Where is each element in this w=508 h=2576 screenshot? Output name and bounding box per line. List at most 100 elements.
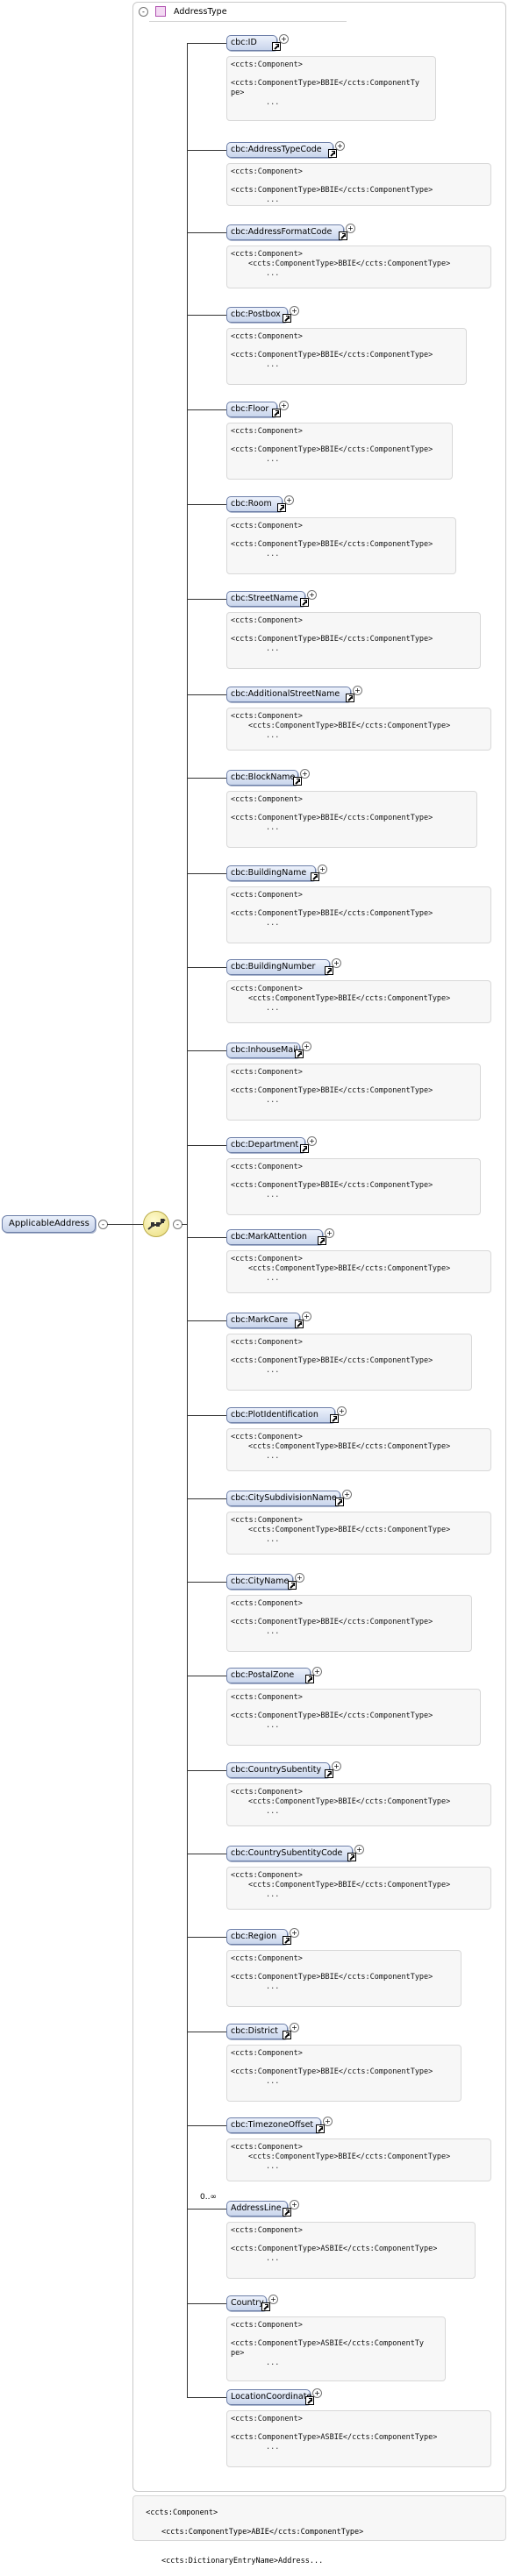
expand-button[interactable]: + [312, 1667, 322, 1676]
element-label: cbc:CityName [231, 1576, 290, 1586]
element-node[interactable]: LocationCoordinate [226, 2389, 311, 2405]
expand-button[interactable]: + [290, 2023, 299, 2032]
element-node[interactable]: cbc:Department [226, 1137, 305, 1153]
child-connector [187, 315, 226, 316]
reference-arrow-icon [293, 777, 302, 786]
reference-arrow-icon [325, 966, 333, 975]
element-node[interactable]: cbc:PlotIdentification [226, 1407, 335, 1423]
annotation-spacer [231, 531, 452, 540]
annotation-line: <ccts:ComponentType>ASBIE</ccts:Componen… [231, 2433, 438, 2442]
expand-button[interactable]: + [346, 224, 355, 233]
element-label: cbc:BlockName [231, 772, 296, 782]
element-label: cbc:CitySubdivisionName [231, 1493, 337, 1503]
annotation-line: <ccts:Component> [231, 1788, 303, 1797]
reference-arrow-icon [277, 503, 286, 512]
reference-arrow-icon [325, 1769, 333, 1778]
element-node[interactable]: cbc:BuildingName [226, 865, 316, 881]
expand-button[interactable]: + [325, 1228, 334, 1238]
expand-button[interactable]: + [335, 141, 345, 151]
reference-arrow-icon [295, 1320, 304, 1328]
expand-button[interactable]: + [268, 2295, 278, 2304]
element-annotation: <ccts:Component><ccts:ComponentType>BBIE… [226, 1064, 481, 1121]
expand-button[interactable]: + [279, 34, 289, 44]
expand-button[interactable]: + [302, 1312, 311, 1321]
annotation-line: <ccts:ComponentType>BBIE</ccts:Component… [231, 909, 433, 918]
annotation-line: <ccts:Component> [231, 2049, 303, 2058]
element-label: AddressLine [231, 2203, 282, 2213]
element-node[interactable]: cbc:Room [226, 496, 283, 512]
annotation-line: <ccts:Component> [231, 1338, 303, 1347]
reference-arrow-icon [316, 2124, 325, 2133]
element-node[interactable]: cbc:MarkCare [226, 1313, 300, 1328]
expand-button[interactable]: + [279, 401, 289, 410]
element-node[interactable]: cbc:MarkAttention [226, 1229, 323, 1245]
expand-button[interactable]: + [332, 958, 341, 968]
expand-button[interactable]: + [307, 1136, 317, 1146]
reference-arrow-icon [335, 1498, 344, 1506]
element-node[interactable]: cbc:Postbox [226, 307, 288, 323]
element-label: cbc:MarkAttention [231, 1232, 307, 1242]
element-node[interactable]: cbc:CountrySubentity [226, 1762, 330, 1778]
child-connector [187, 232, 226, 233]
sequence-compositor[interactable] [143, 1211, 169, 1237]
element-node[interactable]: cbc:BlockName [226, 770, 298, 786]
element-node[interactable]: cbc:AddressFormatCode [226, 224, 344, 240]
annotation-line: <ccts:ComponentType>BBIE</ccts:Component… [248, 1442, 451, 1451]
element-annotation: <ccts:Component><ccts:ComponentType>BBIE… [226, 1428, 491, 1471]
expand-button[interactable]: + [307, 590, 317, 600]
annotation-spacer [231, 1172, 476, 1181]
element-node[interactable]: cbc:CitySubdivisionName [226, 1491, 340, 1506]
element-node[interactable]: cbc:CountrySubentityCode [226, 1846, 353, 1861]
element-node[interactable]: cbc:Region [226, 1929, 288, 1945]
reference-arrow-icon [283, 2208, 291, 2217]
element-node[interactable]: cbc:AddressTypeCode [226, 142, 333, 158]
expand-button[interactable]: + [295, 1573, 304, 1583]
type-header-divider [149, 21, 347, 22]
element-node[interactable]: cbc:TimezoneOffset [226, 2117, 321, 2133]
reference-arrow-icon [318, 1236, 326, 1245]
root-element[interactable]: ApplicableAddress [2, 1215, 96, 1233]
expand-button[interactable]: + [284, 495, 294, 505]
root-element-label: ApplicableAddress [9, 1219, 89, 1228]
annotation-line: ... [266, 823, 280, 832]
annotation-spacer [231, 2059, 457, 2067]
child-connector [187, 1498, 226, 1499]
element-node[interactable]: cbc:CityName [226, 1574, 293, 1590]
element-node[interactable]: cbc:InhouseMail [226, 1042, 300, 1058]
annotation-line: ... [266, 550, 280, 559]
annotation-spacer [231, 900, 487, 909]
element-node[interactable]: cbc:ID [226, 35, 277, 51]
annotation-line: ... [266, 644, 280, 653]
element-node[interactable]: AddressLine [226, 2201, 288, 2217]
root-connector [107, 1224, 143, 1225]
expand-button[interactable]: + [302, 1042, 311, 1051]
expand-button[interactable]: + [318, 865, 327, 874]
element-node[interactable]: cbc:StreetName [226, 591, 305, 607]
expand-button[interactable]: + [290, 1928, 299, 1938]
element-annotation: <ccts:Component><ccts:ComponentType>BBIE… [226, 886, 491, 943]
annotation-spacer [231, 626, 476, 635]
element-node[interactable]: cbc:Floor [226, 402, 277, 417]
element-node[interactable]: cbc:AdditionalStreetName [226, 687, 351, 702]
annotation-line: <ccts:Component> [231, 712, 303, 721]
annotation-line: <ccts:ComponentType>BBIE</ccts:Component… [231, 814, 433, 822]
type-collapse-button[interactable]: - [139, 6, 148, 17]
expand-button[interactable]: + [323, 2117, 333, 2126]
expand-button[interactable]: + [353, 686, 362, 695]
element-node[interactable]: cbc:BuildingNumber [226, 959, 330, 975]
expand-button[interactable]: + [300, 769, 310, 779]
expand-button[interactable]: + [312, 2388, 322, 2398]
expand-button[interactable]: + [290, 2200, 299, 2210]
element-label: cbc:TimezoneOffset [231, 2120, 314, 2130]
element-node[interactable]: cbc:PostalZone [226, 1668, 311, 1683]
expand-button[interactable]: + [354, 1845, 364, 1854]
child-connector [187, 967, 226, 968]
expand-button[interactable]: + [332, 1761, 341, 1771]
annotation-line: <ccts:Component> [231, 1068, 303, 1077]
annotation-line: ... [266, 1452, 280, 1461]
expand-button[interactable]: + [342, 1490, 352, 1499]
expand-button[interactable]: + [290, 306, 299, 316]
element-label: cbc:InhouseMail [231, 1045, 298, 1055]
expand-button[interactable]: + [337, 1406, 347, 1416]
element-node[interactable]: cbc:District [226, 2024, 288, 2039]
